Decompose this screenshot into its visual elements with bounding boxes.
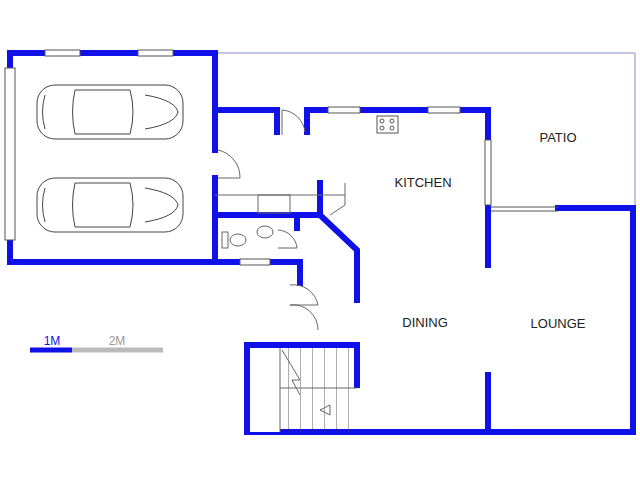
scale-label: 2M — [109, 334, 126, 348]
scale-label: 1M — [44, 334, 61, 348]
room-label: KITCHEN — [394, 175, 451, 190]
room-label: DINING — [402, 315, 448, 330]
room-label: PATIO — [539, 130, 576, 145]
room-label: LOUNGE — [531, 316, 586, 331]
